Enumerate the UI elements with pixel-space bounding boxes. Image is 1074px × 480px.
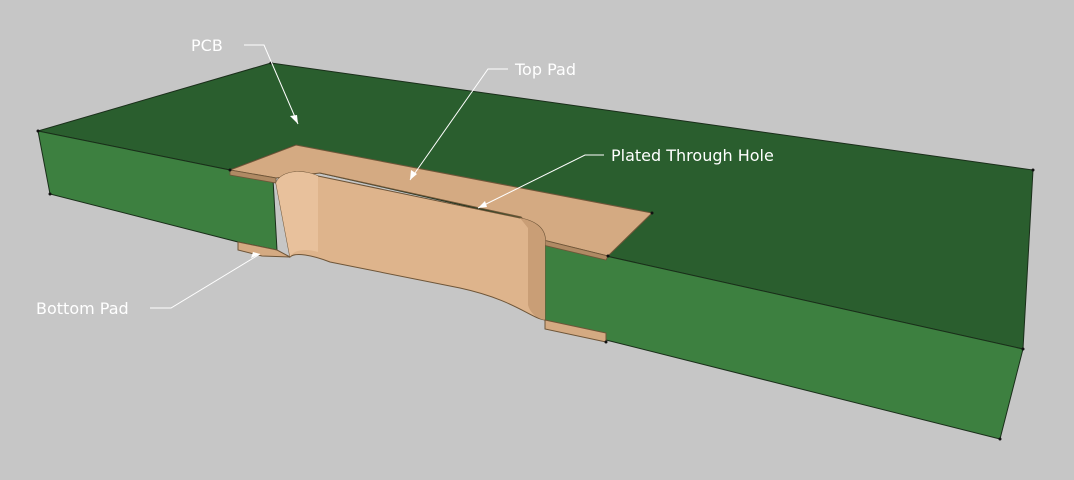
pth-arrowhead [478,201,487,208]
top-pad-arrowhead [410,170,417,180]
bottom-pad-leader [150,253,261,309]
top-pad-leader [409,68,508,181]
barrel-left-shading [276,171,318,257]
barrel-right-shading [520,218,546,320]
bottom-pad-left [237,241,291,258]
pcb-label: PCB [191,36,223,55]
plated-through-hole-label: Plated Through Hole [611,146,774,165]
bottom-pad-label: Bottom Pad [36,299,129,318]
callout-leaders [150,44,604,309]
top-pad-label: Top Pad [515,60,576,79]
callout-arrowheads [251,115,487,258]
pcb-arrowhead [290,115,298,124]
bottom-pad-arrowhead [251,252,260,258]
pcb-leader [244,44,299,125]
pth-leader [477,154,604,209]
